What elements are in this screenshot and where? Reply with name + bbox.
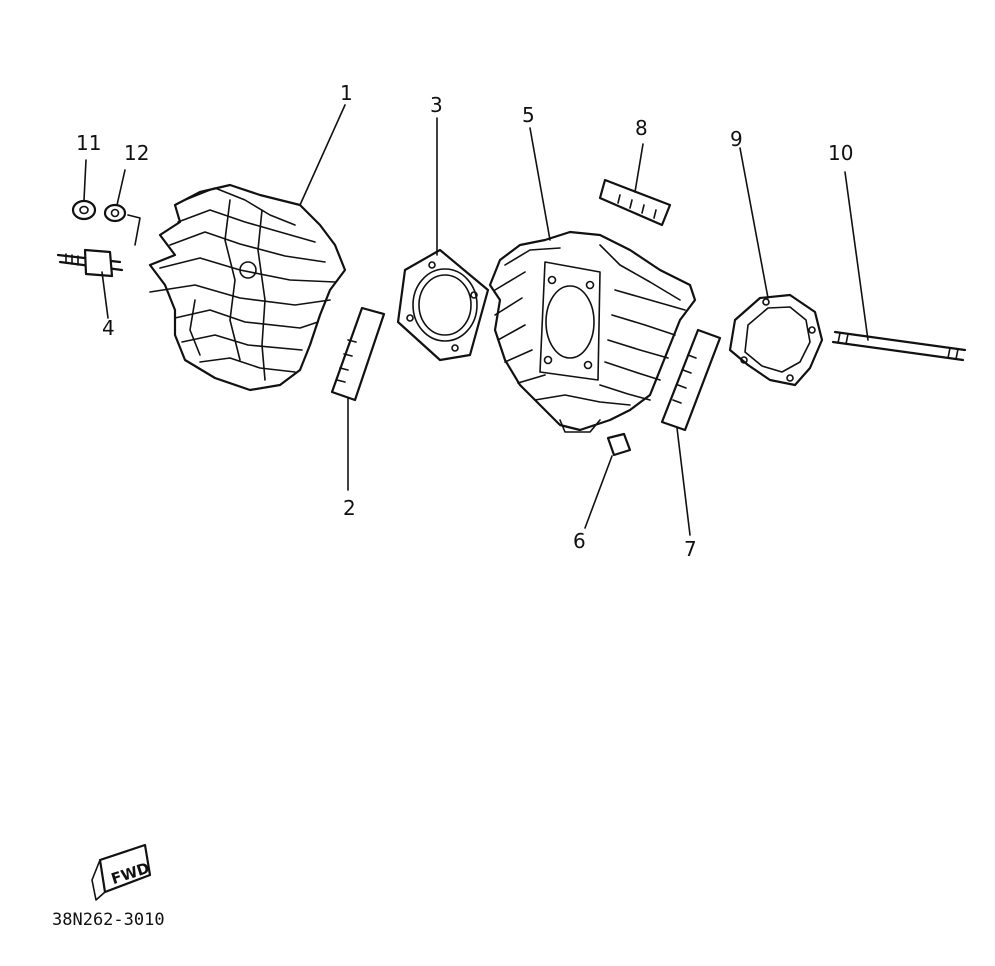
callout-5: 5: [522, 103, 535, 127]
callout-4: 4: [102, 316, 115, 340]
callout-2: 2: [343, 496, 356, 520]
long-stud: [831, 330, 967, 362]
head-gasket-strip: [330, 306, 386, 402]
callout-11: 11: [76, 131, 101, 155]
cylinder: [488, 230, 697, 433]
callout-3: 3: [430, 93, 443, 117]
leader-lines: [83, 104, 869, 536]
drawing-code: 38N262-3010: [52, 910, 165, 930]
stud-bolt: [56, 248, 124, 278]
callout-1: 1: [340, 81, 353, 105]
callout-9: 9: [730, 127, 743, 151]
callout-labels: 1 2 3 4 5 6 7 8 9 10 11 12: [76, 81, 853, 561]
callout-7: 7: [684, 537, 697, 561]
cylinder-base-gasket: [728, 293, 824, 387]
cylinder-gasket-strip: [660, 328, 722, 432]
cylinder-head: [148, 183, 347, 392]
fwd-direction-mark: FWD: [91, 843, 152, 901]
top-gasket-strip: [598, 178, 672, 227]
dowel-pin: [606, 432, 632, 457]
cylinder-head-gasket: [396, 248, 490, 362]
callout-8: 8: [635, 116, 648, 140]
nut-and-washer: [71, 199, 141, 246]
callout-6: 6: [573, 529, 586, 553]
callout-10: 10: [828, 141, 853, 165]
callout-12: 12: [124, 141, 149, 165]
